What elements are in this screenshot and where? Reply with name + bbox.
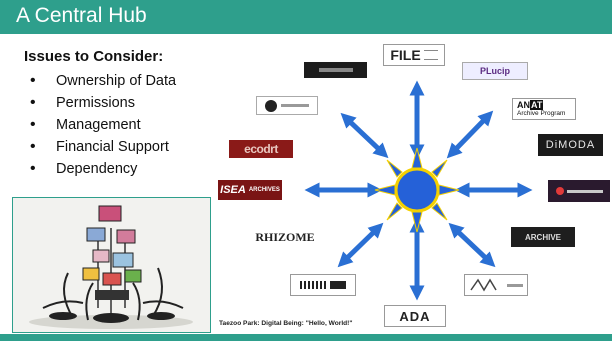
logo-ecodrt: ecodrt: [229, 140, 293, 158]
logo-plucip: PLucip: [462, 62, 528, 80]
issue-item-financial-support: Financial Support: [28, 136, 176, 158]
logo-file: FILE: [383, 44, 445, 66]
issue-item-dependency: Dependency: [28, 158, 176, 180]
logo-dark-small: [304, 62, 367, 78]
bottom-bar: [0, 334, 612, 341]
issue-item-ownership: Ownership of Data: [28, 70, 176, 92]
logo-isea-archives: ISEA ARCHIVES: [218, 180, 282, 200]
sun-icon: [374, 147, 460, 233]
logo-an-at: ANAT Archive Program: [512, 98, 576, 120]
logo-round-badge: [256, 96, 318, 115]
logo-wave: [464, 274, 528, 296]
logo-ada: ADA: [384, 305, 446, 327]
logo-striped: [290, 274, 356, 296]
issue-item-management: Management: [28, 114, 176, 136]
arrow-southeast: [448, 222, 496, 268]
artwork-caption: Taezoo Park: Digital Being: "Hello, Worl…: [219, 320, 353, 327]
issues-list: Ownership of Data Permissions Management…: [28, 70, 176, 180]
issues-heading: Issues to Consider:: [24, 48, 164, 65]
title-bar: A Central Hub: [0, 0, 612, 34]
logo-dimoda: DiMODA: [538, 134, 603, 156]
arrow-southwest: [337, 222, 384, 268]
logo-red-banner: [548, 180, 610, 202]
issue-item-permissions: Permissions: [28, 92, 176, 114]
arrow-northeast: [446, 110, 494, 159]
slide-title: A Central Hub: [16, 4, 147, 27]
wave-mark-icon: [469, 278, 497, 292]
logo-rhizome: RHIZOME: [255, 229, 315, 244]
artwork-photo: [12, 197, 211, 333]
robot-sculpture-image: [13, 198, 210, 332]
logo-archive: ARCHIVE: [511, 227, 575, 247]
arrow-northwest: [340, 112, 389, 159]
